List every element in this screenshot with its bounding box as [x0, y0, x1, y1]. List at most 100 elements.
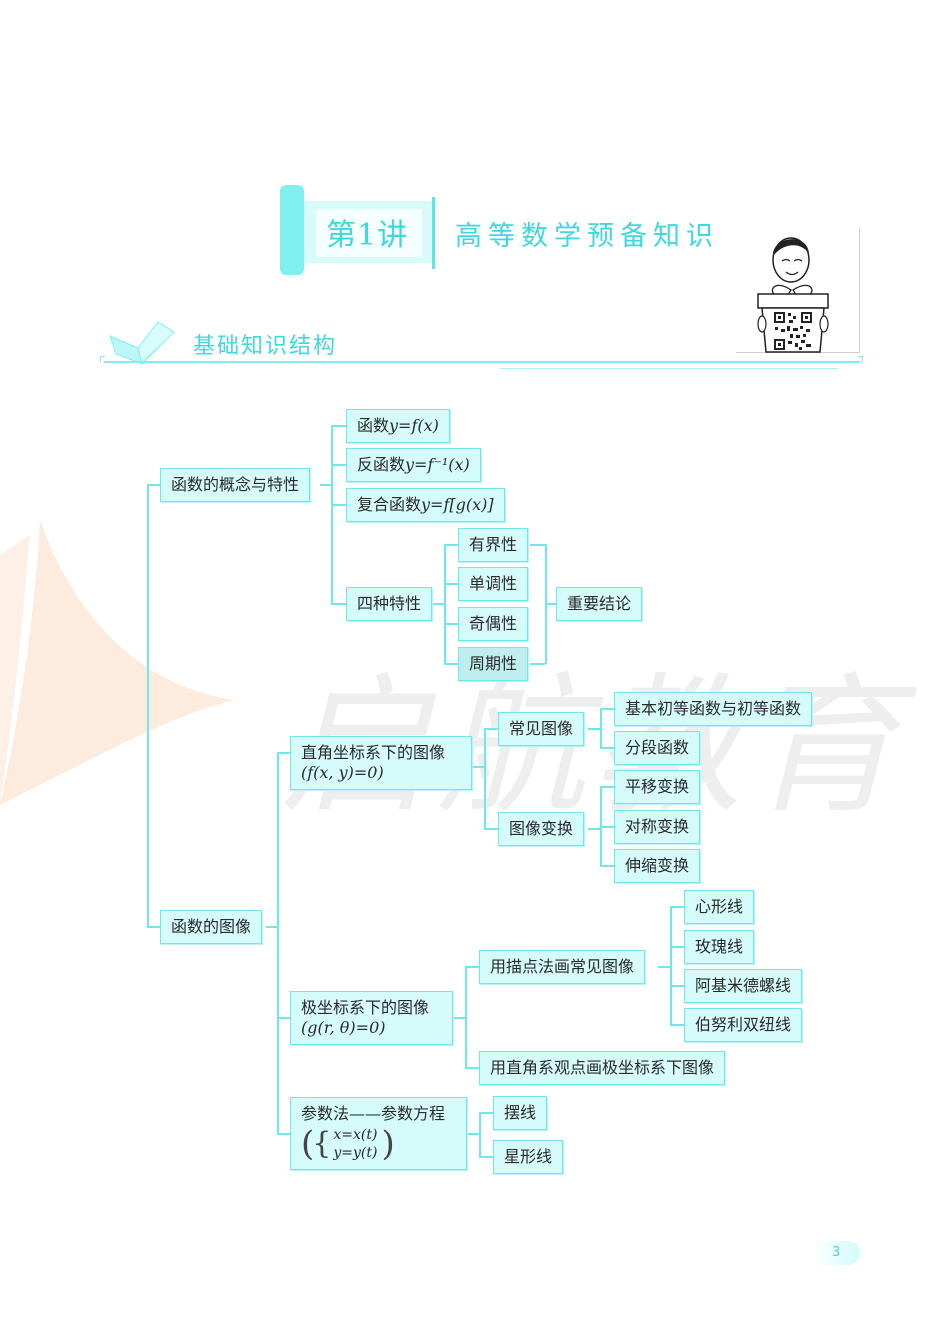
divider-hook-left — [100, 356, 105, 362]
connector — [530, 663, 545, 665]
node-formula: y=f[g(x)] — [421, 495, 494, 514]
connector — [465, 1067, 480, 1069]
node-cartesian-graph: 直角坐标系下的图像 (f(x, y)=0) — [290, 736, 472, 790]
sail-logo-icon — [0, 520, 235, 805]
node-monotonicity: 单调性 — [458, 567, 529, 601]
lecture-title: 高等数学预备知识 — [455, 221, 719, 252]
connector — [670, 946, 685, 948]
node-common-graphs: 常见图像 — [498, 712, 585, 746]
connector — [277, 1017, 291, 1019]
connector — [277, 752, 279, 1134]
node-lemniscate: 伯努利双纽线 — [684, 1008, 803, 1042]
node-label: 极坐标系下的图像 — [301, 998, 430, 1017]
node-key-conclusions: 重要结论 — [556, 587, 643, 621]
node-function-concept: 函数的概念与特性 — [160, 468, 311, 502]
connector — [444, 544, 446, 664]
connector — [331, 425, 346, 427]
node-formula: y=f⁻¹(x) — [405, 455, 470, 474]
node-four-properties: 四种特性 — [346, 587, 433, 621]
node-periodicity: 周期性 — [458, 647, 529, 681]
connector — [444, 663, 459, 665]
connector — [147, 926, 161, 928]
divider-hook-right — [858, 356, 863, 362]
param-equation-y: y=y(t) — [333, 1145, 378, 1161]
node-function: 函数y=f(x) — [346, 409, 450, 443]
connector — [588, 728, 600, 730]
scroll-banner-icon — [280, 185, 436, 275]
watermark-text: 启航教育 — [280, 660, 905, 834]
node-label: 直角坐标系下的图像 — [301, 743, 446, 762]
section-divider — [104, 361, 860, 363]
connector — [147, 484, 149, 927]
connector — [444, 623, 459, 625]
node-elementary-functions: 基本初等函数与初等函数 — [614, 692, 813, 726]
connector — [670, 1024, 685, 1026]
connector — [430, 603, 444, 605]
connector — [147, 484, 161, 486]
node-label: 函数 — [357, 416, 390, 435]
node-polar-graph: 极坐标系下的图像 (g(r, θ)=0) — [290, 991, 453, 1045]
node-label: 参数法——参数方程 — [301, 1104, 446, 1123]
connector — [331, 603, 346, 605]
connector — [444, 583, 459, 585]
node-translation: 平移变换 — [614, 770, 701, 804]
connector — [600, 708, 614, 710]
node-astroid: 星形线 — [493, 1140, 564, 1174]
connector — [331, 464, 346, 466]
node-inverse-function: 反函数y=f⁻¹(x) — [346, 448, 481, 482]
connector — [588, 828, 600, 830]
connector — [670, 906, 685, 908]
node-cartesian-view-polar: 用直角系观点画极坐标系下图像 — [479, 1051, 726, 1085]
connector — [331, 504, 346, 506]
connector — [600, 708, 602, 748]
open-book-icon — [109, 321, 175, 365]
connector — [277, 752, 291, 754]
node-cycloid: 摆线 — [493, 1096, 548, 1130]
connector — [472, 766, 484, 768]
connector — [600, 786, 614, 788]
connector — [467, 1133, 479, 1135]
connector — [479, 1112, 494, 1114]
lecture-number: 第1讲 — [326, 218, 409, 253]
node-boundedness: 有界性 — [458, 528, 529, 562]
connector — [465, 966, 480, 968]
connector — [266, 926, 277, 928]
node-graph-transform: 图像变换 — [498, 812, 585, 846]
node-cardioid: 心形线 — [684, 890, 755, 924]
connector — [277, 1133, 291, 1135]
connector — [320, 484, 331, 486]
node-composite-function: 复合函数y=f[g(x)] — [346, 488, 505, 522]
section-subdivider — [500, 368, 838, 369]
section-title: 基础知识结构 — [193, 334, 338, 359]
node-formula: y=f(x) — [389, 416, 439, 435]
connector — [545, 603, 557, 605]
node-formula: (g(r, θ)=0) — [301, 1018, 386, 1037]
node-archimedean-spiral: 阿基米德螺线 — [684, 969, 803, 1003]
node-label: 反函数 — [357, 455, 406, 474]
connector — [484, 728, 486, 829]
node-piecewise-functions: 分段函数 — [614, 731, 701, 765]
connector — [670, 985, 685, 987]
node-label: 复合函数 — [357, 495, 422, 514]
connector — [479, 1156, 494, 1158]
connector — [484, 728, 499, 730]
node-function-graph: 函数的图像 — [160, 910, 263, 944]
mascot-qr-icon[interactable] — [736, 228, 860, 353]
connector — [600, 865, 614, 867]
page-number: 3 — [812, 1241, 860, 1265]
param-equation-x: x=x(t) — [333, 1127, 378, 1143]
node-rose-curve: 玫瑰线 — [684, 930, 755, 964]
connector — [479, 1112, 481, 1157]
node-scaling: 伸缩变换 — [614, 849, 701, 883]
connector — [658, 966, 670, 968]
connector — [331, 425, 333, 604]
node-point-plotting: 用描点法画常见图像 — [479, 950, 646, 984]
connector — [453, 1017, 465, 1019]
node-parametric: 参数法——参数方程 ( { x=x(t) y=y(t) ) — [290, 1097, 467, 1170]
node-formula: (f(x, y)=0) — [301, 763, 384, 782]
connector — [600, 826, 614, 828]
connector — [600, 747, 614, 749]
connector — [670, 906, 672, 1025]
connector — [484, 828, 499, 830]
connector — [530, 544, 545, 546]
